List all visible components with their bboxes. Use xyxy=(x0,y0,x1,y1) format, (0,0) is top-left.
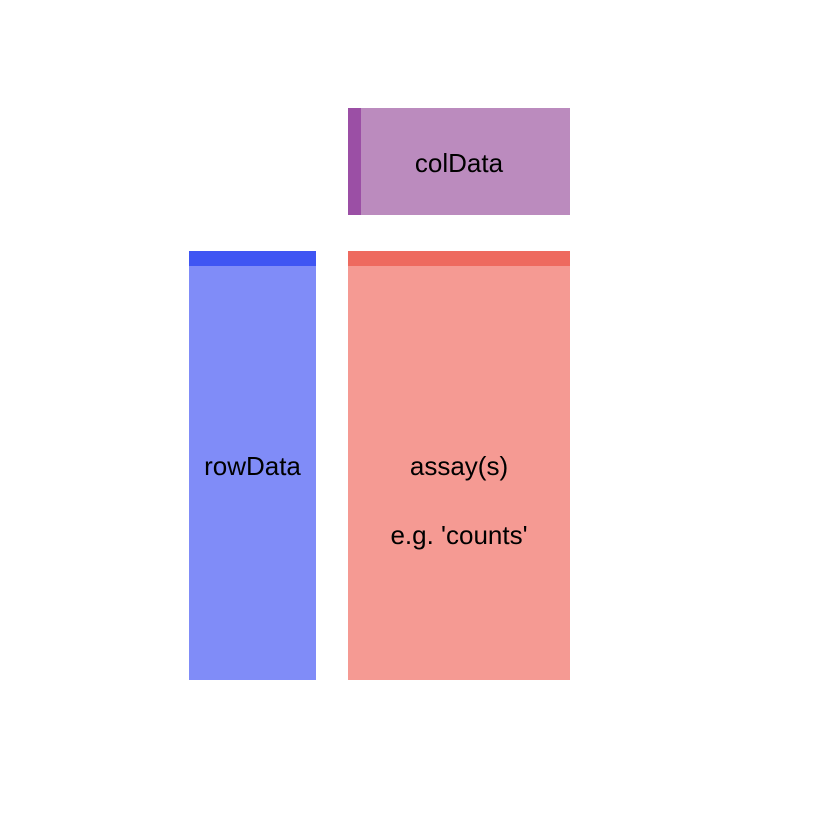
coldata-accent-bar xyxy=(348,108,361,215)
coldata-label: colData xyxy=(414,148,504,178)
assay-block xyxy=(348,251,570,680)
assay-label: assay(s) xyxy=(409,451,509,481)
assay-accent-bar xyxy=(348,251,570,266)
coldata-block xyxy=(348,108,570,215)
rowdata-block xyxy=(189,251,316,680)
rowdata-accent-bar xyxy=(189,251,316,266)
assay-sublabel: e.g. 'counts' xyxy=(390,520,528,550)
rowdata-label: rowData xyxy=(204,451,301,481)
